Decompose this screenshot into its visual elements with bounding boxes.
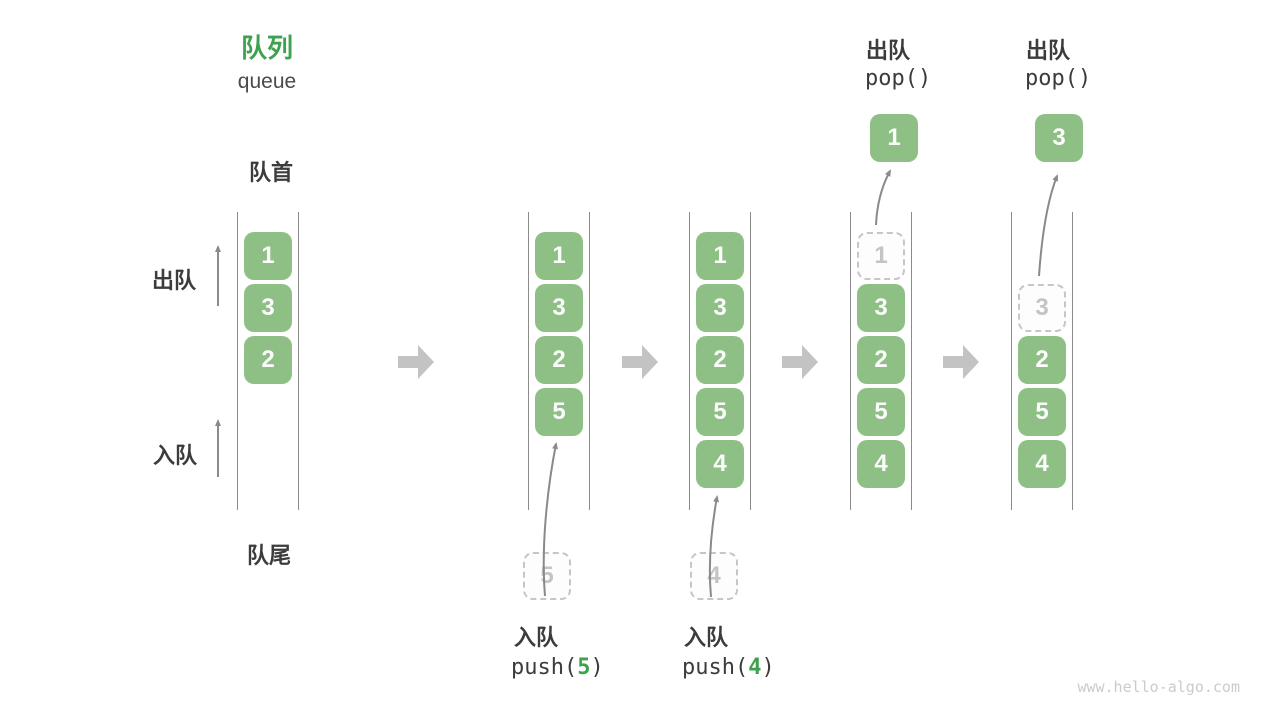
queue-container: 3 2 5 4 xyxy=(1011,212,1073,510)
op-label: 出队 xyxy=(866,38,911,63)
queue-item: 5 xyxy=(535,388,583,436)
queue-item: 3 xyxy=(696,284,744,332)
queue-item: 4 xyxy=(1018,440,1066,488)
figure-subtitle: queue xyxy=(237,70,297,93)
queue-item: 5 xyxy=(1018,388,1066,436)
queue-item: 4 xyxy=(696,440,744,488)
queue-item: 5 xyxy=(857,388,905,436)
front-label: 队首 xyxy=(248,160,293,185)
pending-item: 4 xyxy=(690,552,738,600)
op-code: push(5) xyxy=(511,655,604,680)
queue-container: 1 3 2 5 4 xyxy=(689,212,751,510)
queue-item: 5 xyxy=(696,388,744,436)
queue-item: 1 xyxy=(244,232,292,280)
state-transition-arrow-icon xyxy=(398,345,434,379)
watermark: www.hello-algo.com xyxy=(1077,678,1240,696)
op-label: 入队 xyxy=(514,625,559,650)
queue-item: 1 xyxy=(535,232,583,280)
side-enqueue-label: 入队 xyxy=(153,443,198,468)
queue-item: 2 xyxy=(535,336,583,384)
queue-container: 1 3 2 5 4 xyxy=(850,212,912,510)
queue-item: 2 xyxy=(857,336,905,384)
popped-item: 1 xyxy=(870,114,918,162)
queue-container: 1 3 2 5 xyxy=(528,212,590,510)
queue-item: 2 xyxy=(244,336,292,384)
side-dequeue-label: 出队 xyxy=(152,268,197,293)
figure-title: 队列 xyxy=(240,33,293,63)
queue-item: 4 xyxy=(857,440,905,488)
queue-container: 1 3 2 xyxy=(237,212,299,510)
queue-item: 3 xyxy=(244,284,292,332)
op-label: 入队 xyxy=(684,625,729,650)
state-transition-arrow-icon xyxy=(622,345,658,379)
queue-item-ghost: 3 xyxy=(1018,284,1066,332)
state-transition-arrow-icon xyxy=(782,345,818,379)
op-code: pop() xyxy=(1025,66,1092,91)
queue-item: 1 xyxy=(696,232,744,280)
op-label: 出队 xyxy=(1026,38,1071,63)
state-transition-arrow-icon xyxy=(943,345,979,379)
popped-item: 3 xyxy=(1035,114,1083,162)
op-code: push(4) xyxy=(682,655,775,680)
pending-item: 5 xyxy=(523,552,571,600)
queue-item: 3 xyxy=(857,284,905,332)
queue-item: 3 xyxy=(535,284,583,332)
rear-label: 队尾 xyxy=(246,543,291,568)
queue-item-ghost: 1 xyxy=(857,232,905,280)
op-code: pop() xyxy=(865,66,932,91)
queue-item: 2 xyxy=(1018,336,1066,384)
queue-item: 2 xyxy=(696,336,744,384)
